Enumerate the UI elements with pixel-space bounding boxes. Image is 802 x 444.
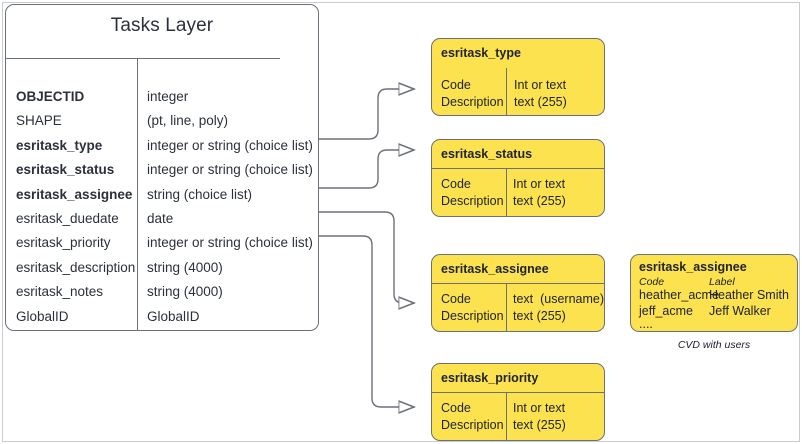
column-divider	[506, 68, 507, 115]
column-divider	[506, 393, 507, 440]
cvd-header-code: Code	[639, 276, 665, 288]
field-type: (pt, line, poly)	[147, 113, 229, 129]
field-type: integer	[147, 89, 189, 104]
field-name: esritask_notes	[16, 284, 104, 300]
entity-tasks-layer[interactable]: Tasks Layer OBJECTID integer SHAPE (pt, …	[5, 4, 319, 331]
table-row[interactable]: esritask_status integer or string (choic…	[6, 162, 318, 186]
table-row[interactable]: esritask_duedate date	[6, 211, 318, 235]
field-type: string (4000)	[147, 259, 223, 275]
connector-priority	[319, 235, 414, 407]
entity-esritask-assignee[interactable]: esritask_assignee Code Description text …	[431, 254, 605, 332]
column-divider	[506, 169, 507, 216]
field-list: OBJECTID integer SHAPE (pt, line, poly) …	[6, 89, 318, 333]
field-name: esritask_assignee	[16, 186, 133, 202]
field-name: esritask_duedate	[16, 210, 119, 226]
entity-title: esritask_priority	[441, 371, 539, 385]
field-type: integer or string (choice list)	[147, 235, 313, 251]
field-name: esritask_status	[16, 162, 115, 178]
entity-esritask-priority[interactable]: esritask_priority Code Description Int o…	[431, 363, 605, 441]
column-divider	[506, 284, 507, 331]
connector-assignee	[319, 211, 414, 303]
field-name: SHAPE	[16, 113, 62, 129]
page-title: Tasks Layer	[110, 15, 214, 36]
cvd-row-label: Jeff Walker	[709, 304, 771, 318]
field-type: integer or string (choice list)	[147, 162, 313, 178]
title-divider	[6, 58, 280, 59]
connector-status	[319, 150, 414, 189]
table-row[interactable]: esritask_description string (4000)	[6, 260, 318, 284]
entity-type-cell: Int or text text (255)	[514, 78, 567, 109]
cvd-header-label: Label	[709, 276, 735, 288]
table-row[interactable]: esritask_priority integer or string (cho…	[6, 235, 318, 259]
table-row[interactable]: esritask_type integer or string (choice …	[6, 138, 318, 162]
table-row[interactable]: GlobalID GlobalID	[6, 309, 318, 333]
entity-type-cell: text (username) text (255)	[513, 292, 605, 323]
field-type: integer or string (choice list)	[147, 137, 313, 153]
field-name: esritask_type	[16, 137, 103, 153]
title-divider	[432, 283, 604, 284]
cvd-ellipsis: ....	[639, 317, 653, 331]
cvd-row-label: Heather Smith	[709, 288, 789, 302]
table-row[interactable]: OBJECTID integer	[6, 89, 318, 113]
table-row[interactable]: esritask_assignee string (choice list)	[6, 187, 318, 211]
field-type: date	[147, 210, 174, 226]
entity-assignee-coded-value-domain[interactable]: esritask_assignee Code Label heather_acm…	[630, 254, 798, 332]
title-divider	[432, 392, 604, 393]
field-type: GlobalID	[147, 308, 200, 324]
column-divider	[137, 59, 138, 331]
entity-code-cell: Code Description	[441, 177, 504, 208]
entity-code-cell: Code Description	[441, 292, 504, 323]
table-row[interactable]: SHAPE (pt, line, poly)	[6, 113, 318, 137]
cvd-row-code: jeff_acme	[639, 304, 693, 318]
field-type: string (4000)	[147, 284, 223, 300]
entity-title: esritask_assignee	[441, 262, 549, 276]
field-name: GlobalID	[16, 308, 69, 324]
field-name: OBJECTID	[16, 89, 85, 104]
field-type: string (choice list)	[147, 186, 253, 202]
connector-type	[319, 89, 414, 140]
cvd-row-code: heather_acme	[639, 288, 719, 302]
cvd-title: esritask_assignee	[639, 260, 747, 274]
table-row[interactable]: esritask_notes string (4000)	[6, 284, 318, 308]
cvd-caption: CVD with users	[677, 339, 751, 351]
entity-type-cell: Int or text text (255)	[513, 177, 566, 208]
entity-esritask-status[interactable]: esritask_status Code Description Int or …	[431, 139, 605, 217]
entity-code-cell: Code Description	[441, 401, 504, 432]
field-name: esritask_priority	[16, 235, 111, 251]
field-name: esritask_description	[16, 259, 136, 275]
entity-title: esritask_status	[441, 147, 533, 161]
entity-code-cell: Code Description	[441, 78, 504, 109]
entity-title: esritask_type	[441, 46, 521, 60]
entity-type-cell: Int or text text (255)	[513, 401, 566, 432]
title-divider	[432, 168, 604, 169]
entity-esritask-type[interactable]: esritask_type Code Description Int or te…	[431, 38, 605, 116]
